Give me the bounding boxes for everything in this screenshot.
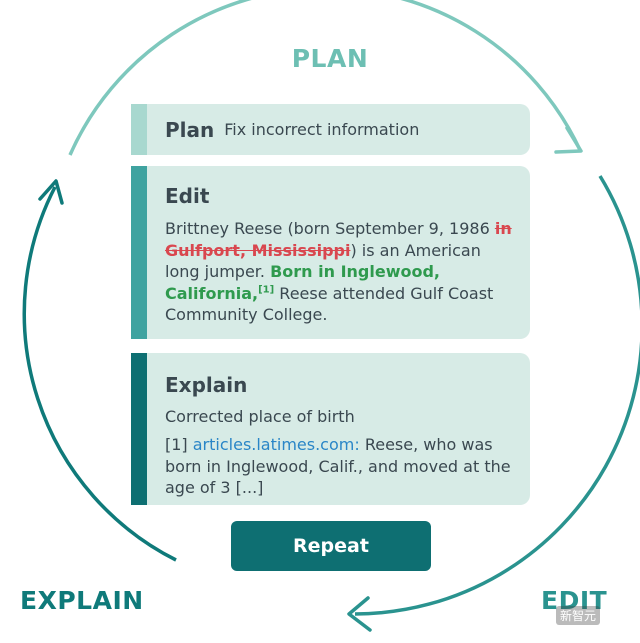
stage-label-plan: PLAN — [291, 44, 369, 73]
edit-to-explain-arc — [354, 175, 640, 616]
inserted-text: Born in Inglewood, California,[1] — [165, 262, 440, 303]
explain-card: Explain Corrected place of birth [1] art… — [131, 353, 530, 505]
plan-to-edit-arc — [68, 0, 582, 156]
plan-card-text: Fix incorrect information — [224, 120, 420, 139]
edit-text-part-3: Reese attended Gulf Coast Community Coll… — [165, 283, 494, 325]
explain-arrowhead — [38, 179, 64, 205]
citation-ref: [1] — [165, 435, 193, 454]
repeat-button[interactable]: Repeat — [231, 521, 431, 571]
edit-card-text: Brittney Reese (born September 9, 1986 i… — [165, 218, 516, 326]
citation-source-link[interactable]: articles.latimes.com: — [192, 435, 360, 454]
edit-arrowhead — [347, 596, 372, 632]
inserted-text-content: Born in Inglewood, California, — [165, 262, 440, 303]
stage-label-edit: EDIT — [541, 586, 608, 615]
plan-arrowhead — [554, 126, 583, 154]
edit-text-part-2: ) is an American long jumper. — [165, 240, 481, 282]
explain-card-accent-bar — [131, 353, 147, 505]
explain-card-title: Explain — [165, 373, 248, 397]
watermark: 新智元 — [556, 606, 601, 625]
edit-card: Edit Brittney Reese (born September 9, 1… — [131, 166, 530, 339]
edit-card-title: Edit — [165, 184, 210, 208]
plan-card-accent-bar — [131, 104, 147, 155]
explain-citation: [1] articles.latimes.com: Reese, who was… — [165, 434, 516, 499]
plan-card-title: Plan — [165, 117, 215, 142]
inserted-citation-ref[interactable]: [1] — [258, 284, 275, 296]
explain-to-plan-arc — [22, 186, 177, 562]
plan-card-content: Plan Fix incorrect information — [165, 104, 419, 155]
citation-text: Reese, who was born in Inglewood, Calif.… — [165, 435, 511, 497]
edit-card-accent-bar — [131, 166, 147, 339]
explain-reason: Corrected place of birth — [165, 407, 355, 426]
plan-card: Plan Fix incorrect information — [131, 104, 530, 155]
deleted-text: in Gulfport, Mississippi — [165, 219, 512, 260]
stage-label-explain: EXPLAIN — [20, 586, 144, 615]
edit-text-part-1: Brittney Reese (born September 9, 1986 — [165, 219, 495, 238]
